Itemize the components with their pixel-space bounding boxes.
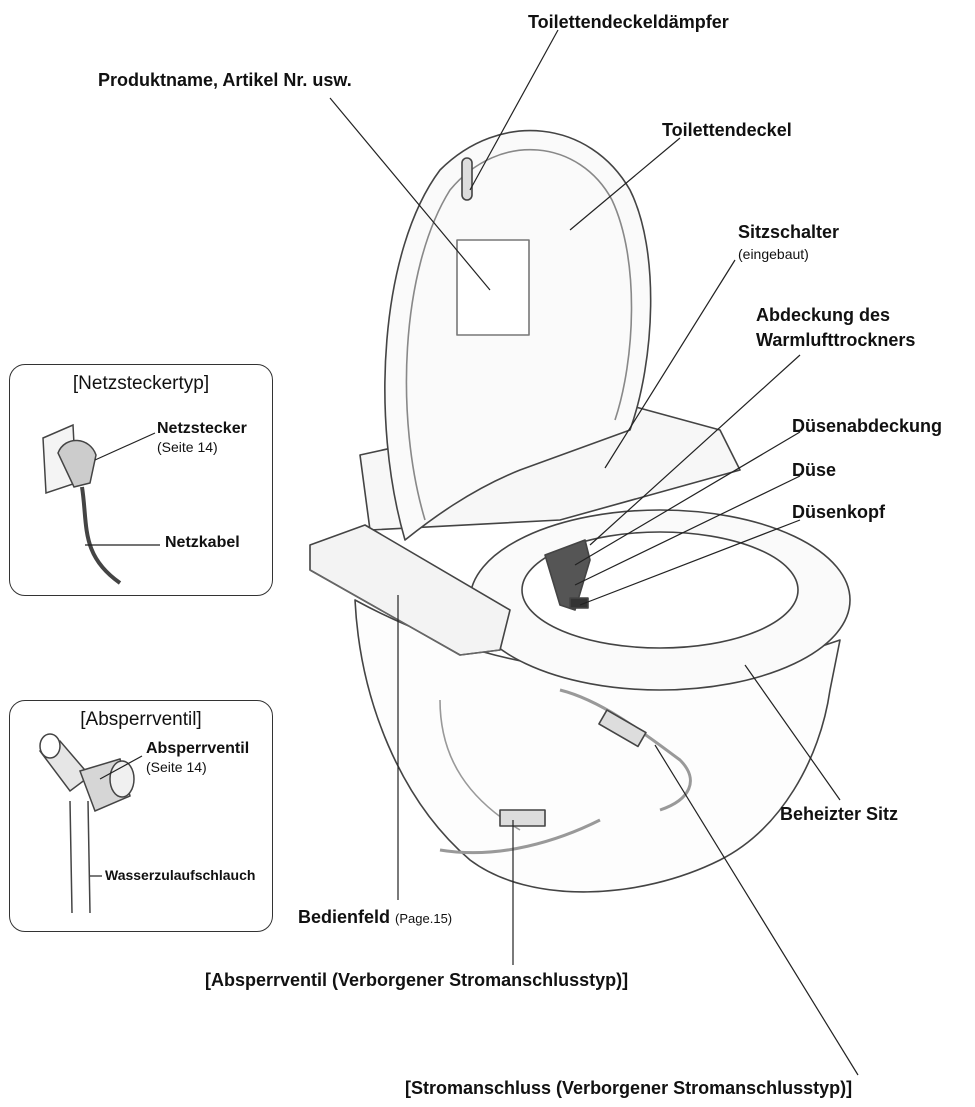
nozzle-head-label: Düsenkopf (792, 502, 885, 524)
product-label-plate (457, 240, 529, 335)
product-name-label: Produktname, Artikel Nr. usw. (98, 70, 352, 92)
valve-illustration (10, 701, 272, 931)
lid-damper (462, 158, 472, 200)
plug-type-inset: [Netzsteckertyp] Netzstecker (Seite 14) … (9, 364, 273, 596)
dryer-cover-label-line1: Abdeckung des (756, 305, 890, 327)
toilet-lid-label: Toilettendeckel (662, 120, 792, 142)
hose-label: Wasserzulaufschlauch (105, 867, 255, 884)
hidden-power-label: [Stromanschluss (Verborgener Stromanschl… (405, 1078, 852, 1100)
cable-label: Netzkabel (165, 533, 240, 552)
hidden-valve-label: [Absperrventil (Verborgener Stromanschlu… (205, 970, 628, 992)
nozzle-label: Düse (792, 460, 836, 482)
plug-page-note: (Seite 14) (157, 439, 218, 455)
dryer-cover-label-line2: Warmlufttrockners (756, 330, 915, 352)
plug-illustration (10, 365, 272, 595)
heated-seat-label: Beheizter Sitz (780, 804, 898, 826)
control-panel-label: Bedienfeld (Page.15) (298, 907, 452, 929)
valve-label: Absperrventil (146, 739, 249, 758)
valve-inset: [Absperrventil] Absperrventil (Seite 14)… (9, 700, 273, 932)
lid-damper-label: Toilettendeckeldämpfer (528, 12, 729, 34)
water-supply-hose-icon (70, 801, 90, 913)
valve-connector (500, 810, 545, 826)
seat-switch-note: (eingebaut) (738, 246, 809, 262)
control-panel-page-note: (Page.15) (395, 911, 452, 926)
plug-label: Netzstecker (157, 419, 247, 438)
power-cable-icon (82, 487, 120, 583)
valve-page-note: (Seite 14) (146, 759, 207, 775)
seat-switch-label: Sitzschalter (738, 222, 839, 244)
nozzle-cover-label: Düsenabdeckung (792, 416, 942, 438)
control-panel-name: Bedienfeld (298, 907, 390, 927)
